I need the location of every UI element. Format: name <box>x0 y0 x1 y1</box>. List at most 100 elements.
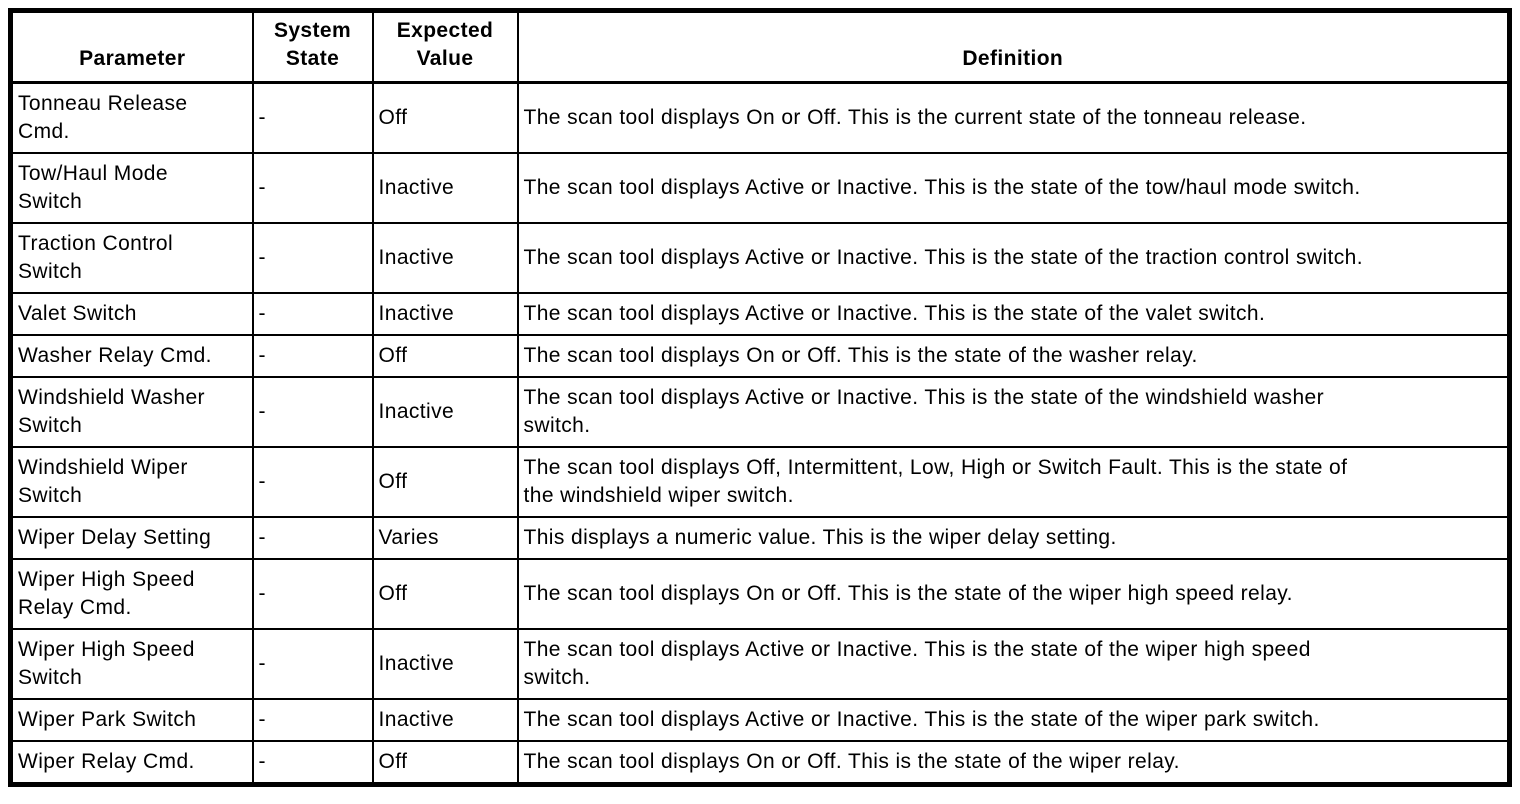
cell-parameter: Windshield Washer Switch <box>9 376 254 448</box>
cell-system-state: - <box>251 376 374 448</box>
cell-expected-value: Inactive <box>371 152 519 224</box>
cell-parameter: Tonneau Release Cmd. <box>9 81 254 154</box>
cell-expected-value-text: Inactive <box>378 176 455 199</box>
cell-definition-text: The scan tool displays Active or Inactiv… <box>523 386 1324 437</box>
cell-parameter: Washer Relay Cmd. <box>9 334 254 378</box>
cell-system-state: - <box>251 558 374 630</box>
cell-definition: The scan tool displays Active or Inactiv… <box>516 628 1511 700</box>
cell-system-state: - <box>251 516 374 560</box>
cell-definition-text: The scan tool displays Active or Inactiv… <box>523 246 1363 269</box>
cell-expected-value-text: Off <box>378 470 408 493</box>
cell-system-state: - <box>251 628 374 700</box>
cell-expected-value: Varies <box>371 516 519 560</box>
cell-parameter: Wiper High Speed Relay Cmd. <box>9 558 254 630</box>
cell-expected-value-text: Varies <box>378 526 439 549</box>
cell-parameter-text: Wiper High Speed Relay Cmd. <box>18 568 195 619</box>
cell-expected-value-text: Off <box>378 582 408 605</box>
cell-system-state: - <box>251 152 374 224</box>
cell-parameter: Tow/Haul Mode Switch <box>9 152 254 224</box>
cell-expected-value: Inactive <box>371 292 519 336</box>
cell-system-state: - <box>251 222 374 294</box>
cell-definition-text: The scan tool displays Active or Inactiv… <box>523 302 1266 325</box>
cell-definition-text: This displays a numeric value. This is t… <box>523 526 1117 549</box>
cell-definition: The scan tool displays On or Off. This i… <box>516 81 1511 154</box>
cell-expected-value-text: Off <box>378 750 408 773</box>
cell-expected-value: Off <box>371 740 519 786</box>
cell-parameter: Wiper Delay Setting <box>9 516 254 560</box>
table-row: Tow/Haul Mode Switch - Inactive The scan to… <box>9 152 1511 224</box>
cell-expected-value-text: Inactive <box>378 302 455 325</box>
cell-parameter-text: Washer Relay Cmd. <box>18 344 212 367</box>
header-parameter: Parameter <box>9 9 254 84</box>
cell-definition: The scan tool displays On or Off. This i… <box>516 740 1511 786</box>
cell-definition-text: The scan tool displays Active or Inactiv… <box>523 638 1311 689</box>
cell-parameter-text: Traction Control Switch <box>18 232 174 283</box>
header-definition: Definition <box>516 9 1511 84</box>
cell-definition: The scan tool displays On or Off. This i… <box>516 558 1511 630</box>
table-row: Traction Control Switch - Inactive The scan… <box>9 222 1511 294</box>
cell-definition: The scan tool displays Active or Inactiv… <box>516 222 1511 294</box>
cell-parameter-text: Valet Switch <box>18 302 137 325</box>
cell-expected-value: Off <box>371 558 519 630</box>
cell-expected-value-text: Inactive <box>378 400 455 423</box>
cell-system-state: - <box>251 698 374 742</box>
cell-parameter-text: Windshield Wiper Switch <box>18 456 188 507</box>
cell-system-state-text: - <box>258 400 266 423</box>
cell-parameter: Wiper Park Switch <box>9 698 254 742</box>
cell-system-state-text: - <box>258 302 266 325</box>
cell-expected-value: Off <box>371 334 519 378</box>
cell-expected-value: Inactive <box>371 628 519 700</box>
table-row: Wiper High Speed Relay Cmd. -Off The scan … <box>9 558 1511 630</box>
cell-expected-value: Off <box>371 446 519 518</box>
cell-expected-value: Inactive <box>371 376 519 448</box>
cell-definition: The scan tool displays Active or Inactiv… <box>516 376 1511 448</box>
cell-expected-value: Inactive <box>371 698 519 742</box>
cell-parameter: Traction Control Switch <box>9 222 254 294</box>
cell-expected-value: Inactive <box>371 222 519 294</box>
cell-system-state-text: - <box>258 526 266 549</box>
cell-expected-value-text: Off <box>378 344 408 367</box>
cell-expected-value-text: Off <box>378 106 408 129</box>
cell-system-state-text: - <box>258 246 266 269</box>
cell-system-state-text: - <box>258 344 266 367</box>
cell-definition-text: The scan tool displays Off, Intermittent… <box>523 456 1348 507</box>
cell-expected-value-text: Inactive <box>378 246 455 269</box>
cell-definition: The scan tool displays Active or Inactiv… <box>516 292 1511 336</box>
cell-system-state: - <box>251 81 374 154</box>
cell-expected-value: Off <box>371 81 519 154</box>
cell-parameter-text: Tow/Haul Mode Switch <box>18 162 168 213</box>
cell-definition: The scan tool displays Active or Inactiv… <box>516 698 1511 742</box>
cell-definition-text: The scan tool displays On or Off. This i… <box>523 582 1293 605</box>
cell-system-state: - <box>251 334 374 378</box>
cell-system-state: - <box>251 446 374 518</box>
table-row: Washer Relay Cmd. - Off The scan tool displ… <box>9 334 1511 378</box>
cell-expected-value-text: Inactive <box>378 652 455 675</box>
cell-definition-text: The scan tool displays On or Off. This i… <box>523 106 1307 129</box>
cell-system-state-text: - <box>258 750 266 773</box>
cell-definition: The scan tool displays On or Off. This i… <box>516 334 1511 378</box>
cell-system-state-text: - <box>258 176 266 199</box>
cell-system-state: - <box>251 292 374 336</box>
cell-parameter-text: Windshield Washer Switch <box>18 386 205 437</box>
cell-system-state-text: - <box>258 470 266 493</box>
cell-definition: The scan tool displays Active or Inactiv… <box>516 152 1511 224</box>
table-header: Parameter System State Expected Value De… <box>9 9 1511 84</box>
cell-system-state-text: - <box>258 708 266 731</box>
table-row: Tonneau Release Cmd.-Off The scan tool di… <box>9 81 1511 154</box>
table-row: Windshield Washer Switch - Inactive The sca… <box>9 376 1511 448</box>
cell-definition-text: The scan tool displays Active or Inactiv… <box>523 176 1361 199</box>
header-expected-value: Expected Value <box>371 9 519 84</box>
cell-definition: This displays a numeric value. This is t… <box>516 516 1511 560</box>
table-row: Wiper Delay Setting- Varies This displays … <box>9 516 1511 560</box>
cell-definition-text: The scan tool displays On or Off. This i… <box>523 750 1180 773</box>
cell-parameter: Wiper High Speed Switch <box>9 628 254 700</box>
cell-parameter: Windshield Wiper Switch <box>9 446 254 518</box>
header-row: Parameter System State Expected Value De… <box>9 9 1511 84</box>
header-system-state: System State <box>251 9 374 84</box>
parameter-table: Parameter System State Expected Value De… <box>8 8 1512 787</box>
cell-system-state-text: - <box>258 652 266 675</box>
cell-parameter: Valet Switch <box>9 292 254 336</box>
